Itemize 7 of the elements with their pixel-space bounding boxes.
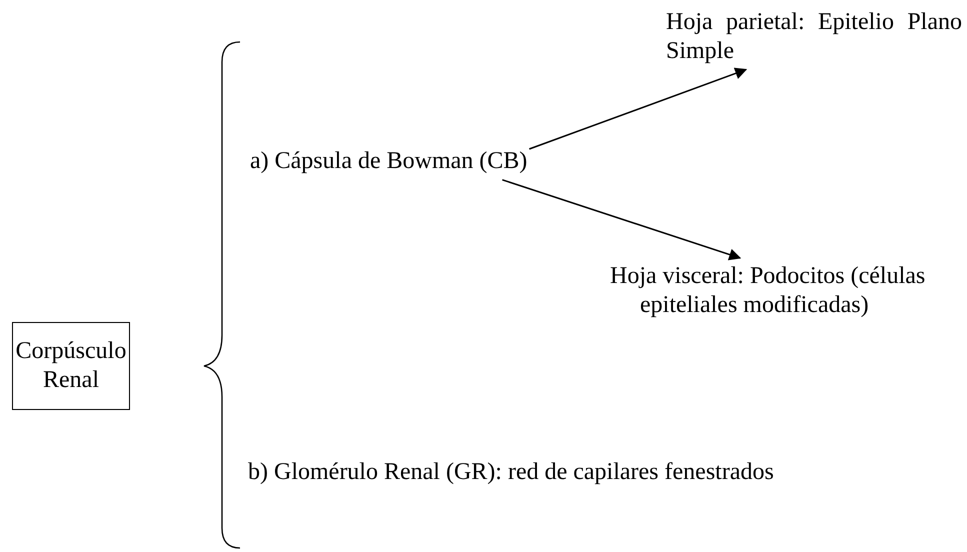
- arrow: [529, 68, 748, 150]
- node-text: Hoja parietal: Epitelio Plano Simple: [666, 8, 962, 66]
- arrow: [502, 179, 742, 260]
- node-text: a) Cápsula de Bowman (CB): [250, 147, 528, 176]
- process-box: Corpúsculo Renal: [12, 322, 130, 410]
- node-text: Hoja visceral: Podocitos (células epiteliales modificadas): [610, 262, 967, 320]
- node-text: b) Glomérulo Renal (GR): red de capilares fenestrados: [248, 458, 774, 487]
